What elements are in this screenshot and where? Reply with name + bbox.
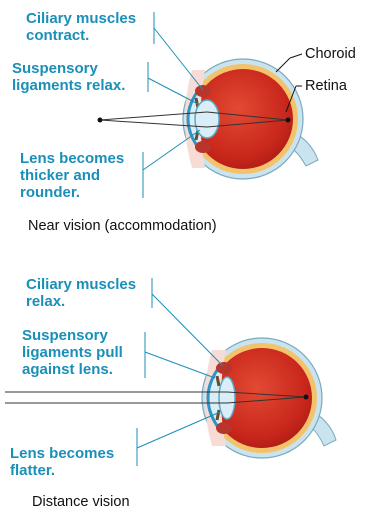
near-lens xyxy=(195,100,219,138)
choroid-label: Choroid xyxy=(305,46,356,63)
distance-ciliary-label: Ciliary muscles relax. xyxy=(26,276,136,310)
near-eye xyxy=(98,59,319,179)
distance-suspensory-label: Suspensory ligaments pull against lens. xyxy=(22,327,123,378)
distance-caption: Distance vision xyxy=(32,494,130,511)
distance-lens-label: Lens becomes flatter. xyxy=(10,445,114,479)
distance-lens xyxy=(219,377,235,419)
near-caption: Near vision (accommodation) xyxy=(28,218,217,235)
near-lens-label: Lens becomes thicker and rounder. xyxy=(20,150,124,201)
retina-label: Retina xyxy=(305,78,347,95)
near-suspensory-label: Suspensory ligaments relax. xyxy=(12,60,125,94)
near-ciliary-label: Ciliary muscles contract. xyxy=(26,10,136,44)
